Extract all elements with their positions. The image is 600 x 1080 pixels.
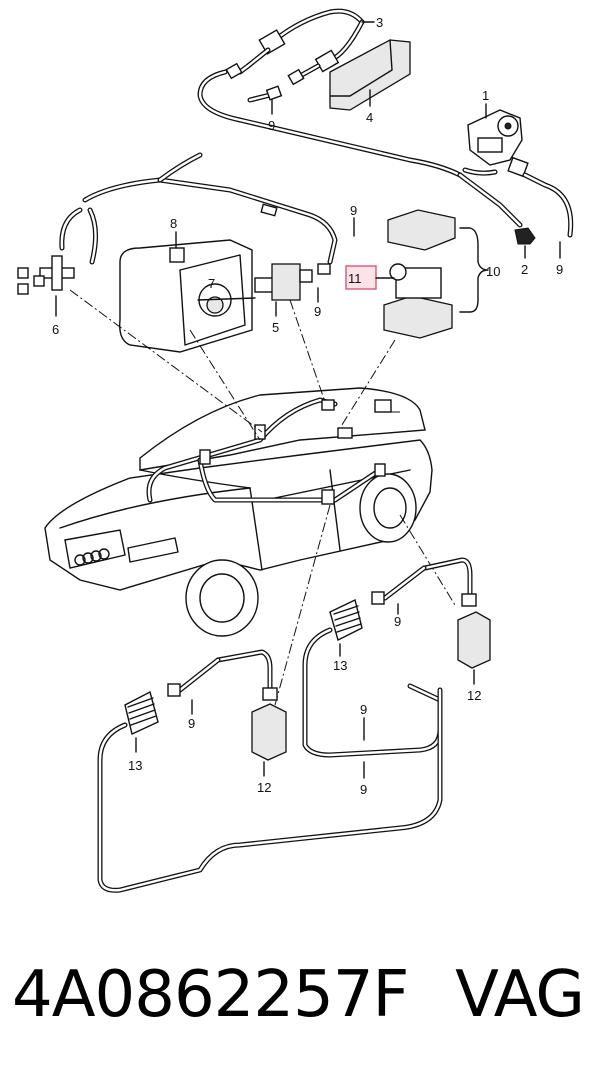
- parts-diagram: 3 4 9 1 2 9 8 9 11 10 7 5 9 6 9 13 12 9 …: [17, 8, 574, 893]
- clip-2: [514, 227, 536, 245]
- callout-9f: 9: [188, 716, 195, 731]
- callout-9h: 9: [360, 782, 367, 797]
- callout-13b: 13: [128, 758, 142, 773]
- brand-name: VAG: [455, 958, 585, 1032]
- footer: 4A0862257F VAG: [0, 955, 600, 1065]
- fuel-flap-housing: [119, 239, 256, 353]
- callout-1: 1: [482, 88, 489, 103]
- callout-10: 10: [486, 264, 500, 279]
- lower-left-assembly: [97, 649, 443, 893]
- hose-assembly-3: [225, 8, 365, 86]
- callout-labels: 3 4 9 1 2 9 8 9 11 10 7 5 9 6 9 13 12 9 …: [52, 15, 563, 797]
- callout-9a: 9: [268, 118, 275, 133]
- leader-lines: [69, 289, 456, 706]
- hose-mid: [59, 152, 338, 265]
- callout-8: 8: [170, 216, 177, 231]
- callout-12b: 12: [257, 780, 271, 795]
- callout-9d: 9: [314, 304, 321, 319]
- callout-9e: 9: [394, 614, 401, 629]
- actuator-5: [254, 263, 331, 301]
- callout-7: 7: [208, 276, 215, 291]
- lower-right-assembly: [302, 557, 491, 758]
- long-hose-top: [197, 69, 463, 178]
- callout-3: 3: [376, 15, 383, 30]
- callout-4: 4: [366, 110, 373, 125]
- car-body: [44, 387, 433, 637]
- callout-5: 5: [272, 320, 279, 335]
- callout-9b: 9: [556, 262, 563, 277]
- part-number: 4A0862257F: [12, 958, 409, 1032]
- callout-12a: 12: [467, 688, 481, 703]
- callout-2: 2: [521, 262, 528, 277]
- callout-9c: 9: [350, 203, 357, 218]
- t-connector-6: [17, 255, 75, 295]
- callout-13a: 13: [333, 658, 347, 673]
- vacuum-pump-1: [457, 109, 574, 238]
- callout-6: 6: [52, 322, 59, 337]
- callout-9g: 9: [360, 702, 367, 717]
- pump-assembly-10: [383, 209, 489, 339]
- bracket-4: [329, 39, 411, 111]
- callout-11: 11: [348, 271, 362, 286]
